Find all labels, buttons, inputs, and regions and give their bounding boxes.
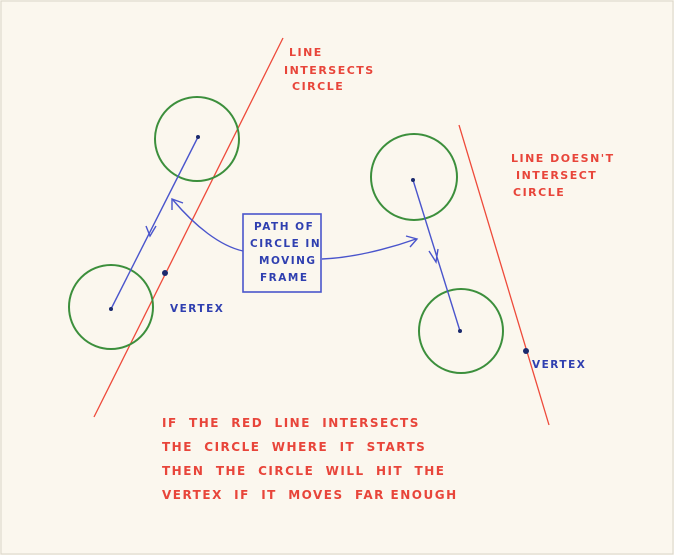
left-vertex-dot (162, 270, 168, 276)
right-pointer-arrowhead (405, 235, 419, 248)
right-vertex-dot (523, 348, 529, 354)
left-start-circle (154, 96, 240, 182)
right-start-circle (370, 133, 458, 221)
caption-line-4: VERTEX IF IT MOVES FAR ENOUGH (162, 488, 458, 502)
caption-line-3: THEN THE CIRCLE WILL HIT THE (162, 464, 446, 478)
label-line-intersects-1: LINE (289, 46, 323, 59)
label-line-doesnt-2: INTERSECT (516, 169, 598, 182)
caption-line-2: THE CIRCLE WHERE IT STARTS (162, 440, 427, 454)
label-path-4: FRAME (260, 272, 309, 284)
label-line-doesnt-3: CIRCLE (513, 186, 566, 199)
right-pointer-arrow (321, 238, 417, 260)
left-end-circle (68, 264, 154, 350)
left-start-center-dot (196, 135, 200, 139)
label-vertex-left: VERTEX (170, 303, 225, 315)
left-pointer-arrow (172, 199, 244, 252)
path-label-box (242, 213, 322, 293)
left-path-arrowhead (145, 225, 157, 238)
label-vertex-right: VERTEX (532, 359, 587, 371)
caption-line-1: IF THE RED LINE INTERSECTS (162, 416, 420, 430)
left-path-line (110, 136, 199, 310)
left-red-line (93, 37, 284, 418)
right-end-circle (418, 288, 504, 374)
right-red-line (458, 124, 550, 426)
label-path-3: MOVING (259, 255, 317, 267)
label-line-intersects-3: CIRCLE (292, 80, 345, 93)
right-path-arrowhead (428, 248, 439, 264)
label-path-1: PATH OF (254, 221, 315, 233)
right-start-center-dot (411, 178, 415, 182)
label-line-doesnt-1: LINE DOESN'T (511, 152, 615, 165)
left-pointer-arrowhead (171, 198, 184, 210)
label-line-intersects-2: INTERSECTS (284, 64, 375, 77)
right-end-center-dot (458, 329, 462, 333)
label-path-2: CIRCLE IN (250, 238, 322, 250)
left-end-center-dot (109, 307, 113, 311)
